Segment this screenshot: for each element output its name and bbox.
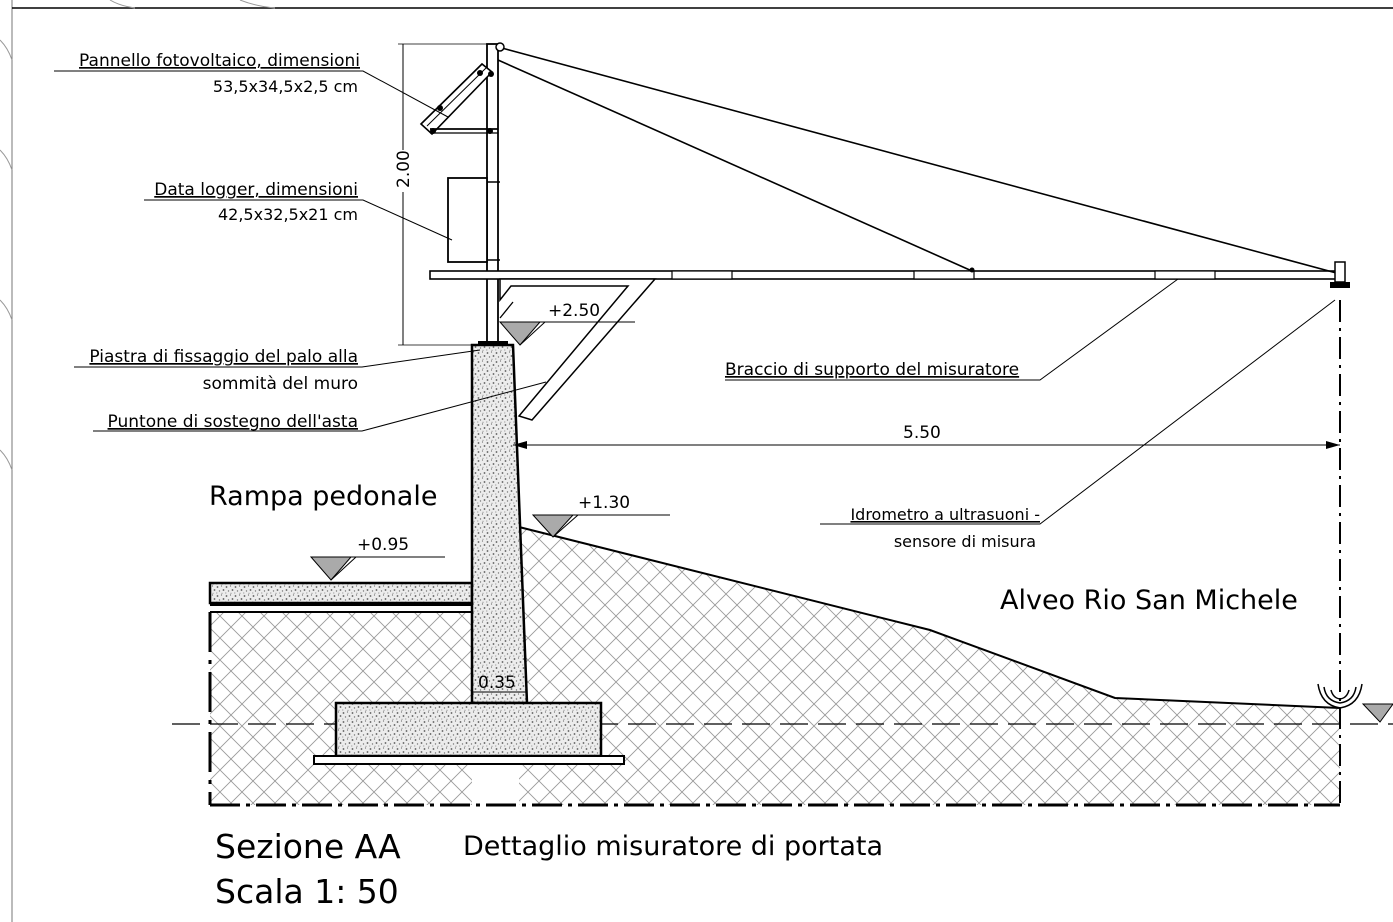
pole [486, 43, 499, 346]
pole-height-value: 2.00 [394, 150, 414, 188]
panel-dimensions: 53,5x34,5x2,5 cm [213, 77, 358, 96]
scale-label: Scala 1: 50 [215, 872, 399, 911]
strut [499, 278, 657, 421]
bank-profile [518, 526, 1341, 709]
solar-panel [419, 42, 505, 136]
soil-section [172, 300, 1393, 807]
ramp-slab [208, 581, 474, 613]
plate-label: Piastra di fissaggio del palo alla [89, 347, 358, 367]
measuring-structure [419, 42, 1393, 723]
section-title: Sezione AA [215, 827, 401, 866]
level-ramp-value: +0.95 [357, 535, 409, 555]
sensor-label: Idrometro a ultrasuoni - [850, 505, 1040, 524]
level-bank-value: +1.30 [578, 493, 630, 513]
level-marker-ramp: +0.95 [309, 535, 445, 581]
detail-title: Dettaglio misuratore di portata [463, 831, 883, 862]
wall-thickness-value: 0.35 [478, 673, 516, 693]
base-plate [478, 341, 508, 346]
dimension-pole-height: 2.00 [390, 43, 490, 346]
retaining-wall [313, 343, 625, 765]
strut-label: Puntone di sostegno dell'asta [108, 412, 358, 432]
ultrasonic-sensor [1330, 261, 1350, 288]
cable-1 [497, 46, 1341, 275]
plate-label-cont: sommità del muro [203, 374, 358, 394]
level-marker-top: +2.50 [498, 301, 635, 346]
panel-label: Pannello fotovoltaico, dimensioni [79, 51, 360, 71]
arm-label: Braccio di supporto del misuratore [725, 360, 1019, 380]
bank-soil [519, 527, 1340, 805]
water-level-symbol [1317, 683, 1363, 709]
riverbed-label: Alveo Rio San Michele [1000, 585, 1298, 616]
logger-label: Data logger, dimensioni [154, 180, 358, 200]
arm-length-value: 5.50 [903, 423, 941, 443]
leader-lines [54, 70, 1336, 525]
level-top-value: +2.50 [548, 301, 600, 321]
logger-dimensions: 42,5x32,5x21 cm [218, 205, 358, 224]
level-marker-bank: +1.30 [531, 493, 670, 538]
sensor-label-cont: sensore di misura [894, 532, 1036, 551]
cable-2 [497, 59, 973, 272]
ramp-label: Rampa pedonale [209, 481, 437, 512]
dimension-arm-length: 5.50 [513, 423, 1340, 449]
dimension-wall-thickness: 0.35 [472, 673, 527, 693]
logger-box [447, 177, 488, 263]
